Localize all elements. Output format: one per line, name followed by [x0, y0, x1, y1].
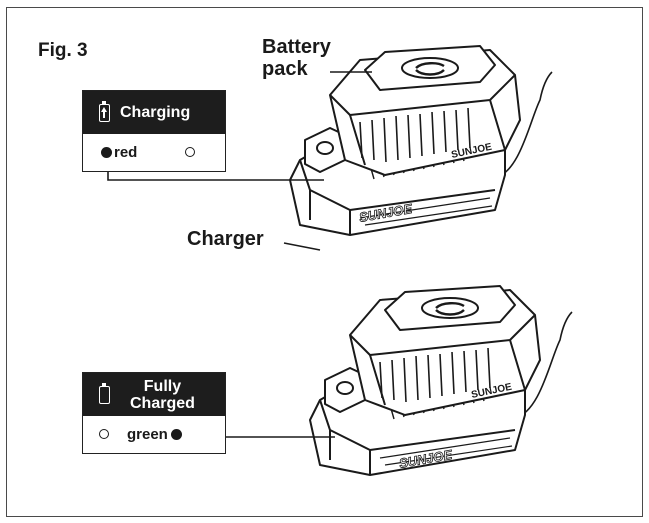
- fully-charged-title-line1: Fully: [143, 377, 182, 395]
- charging-legend-title: Charging: [120, 103, 191, 121]
- charged-unit-illustration: [308, 284, 574, 477]
- charger-leader-line: [283, 242, 321, 251]
- fully-charged-legend: Fully Charged green: [82, 372, 226, 454]
- green-led-filled-icon: [170, 428, 182, 440]
- battery-pack-label-line1: Battery: [262, 36, 331, 58]
- battery-full-icon: [99, 382, 110, 404]
- fully-charged-legend-header: Fully Charged: [83, 373, 225, 416]
- charging-legend-header: Charging: [83, 91, 225, 134]
- fully-charged-title-line2: Charged: [130, 394, 195, 412]
- figure-label: Fig. 3: [38, 40, 88, 61]
- charging-legend: Charging red: [82, 90, 226, 172]
- fully-charged-legend-title: Fully Charged: [130, 378, 195, 412]
- battery-charging-icon: [99, 100, 110, 122]
- battery-pack-label: Battery pack: [262, 36, 331, 80]
- charging-legend-indicator-row: red: [83, 134, 225, 170]
- charger-label: Charger: [187, 228, 264, 250]
- red-indicator-label: red: [114, 143, 138, 161]
- red-led-filled-icon: [101, 146, 112, 158]
- fully-charged-legend-indicator-row: green: [83, 416, 225, 452]
- battery-pack-label-line2: pack: [262, 58, 308, 80]
- green-led-off-icon: [185, 147, 196, 157]
- green-indicator-label: green: [127, 425, 168, 443]
- red-led-off-icon: [99, 429, 109, 439]
